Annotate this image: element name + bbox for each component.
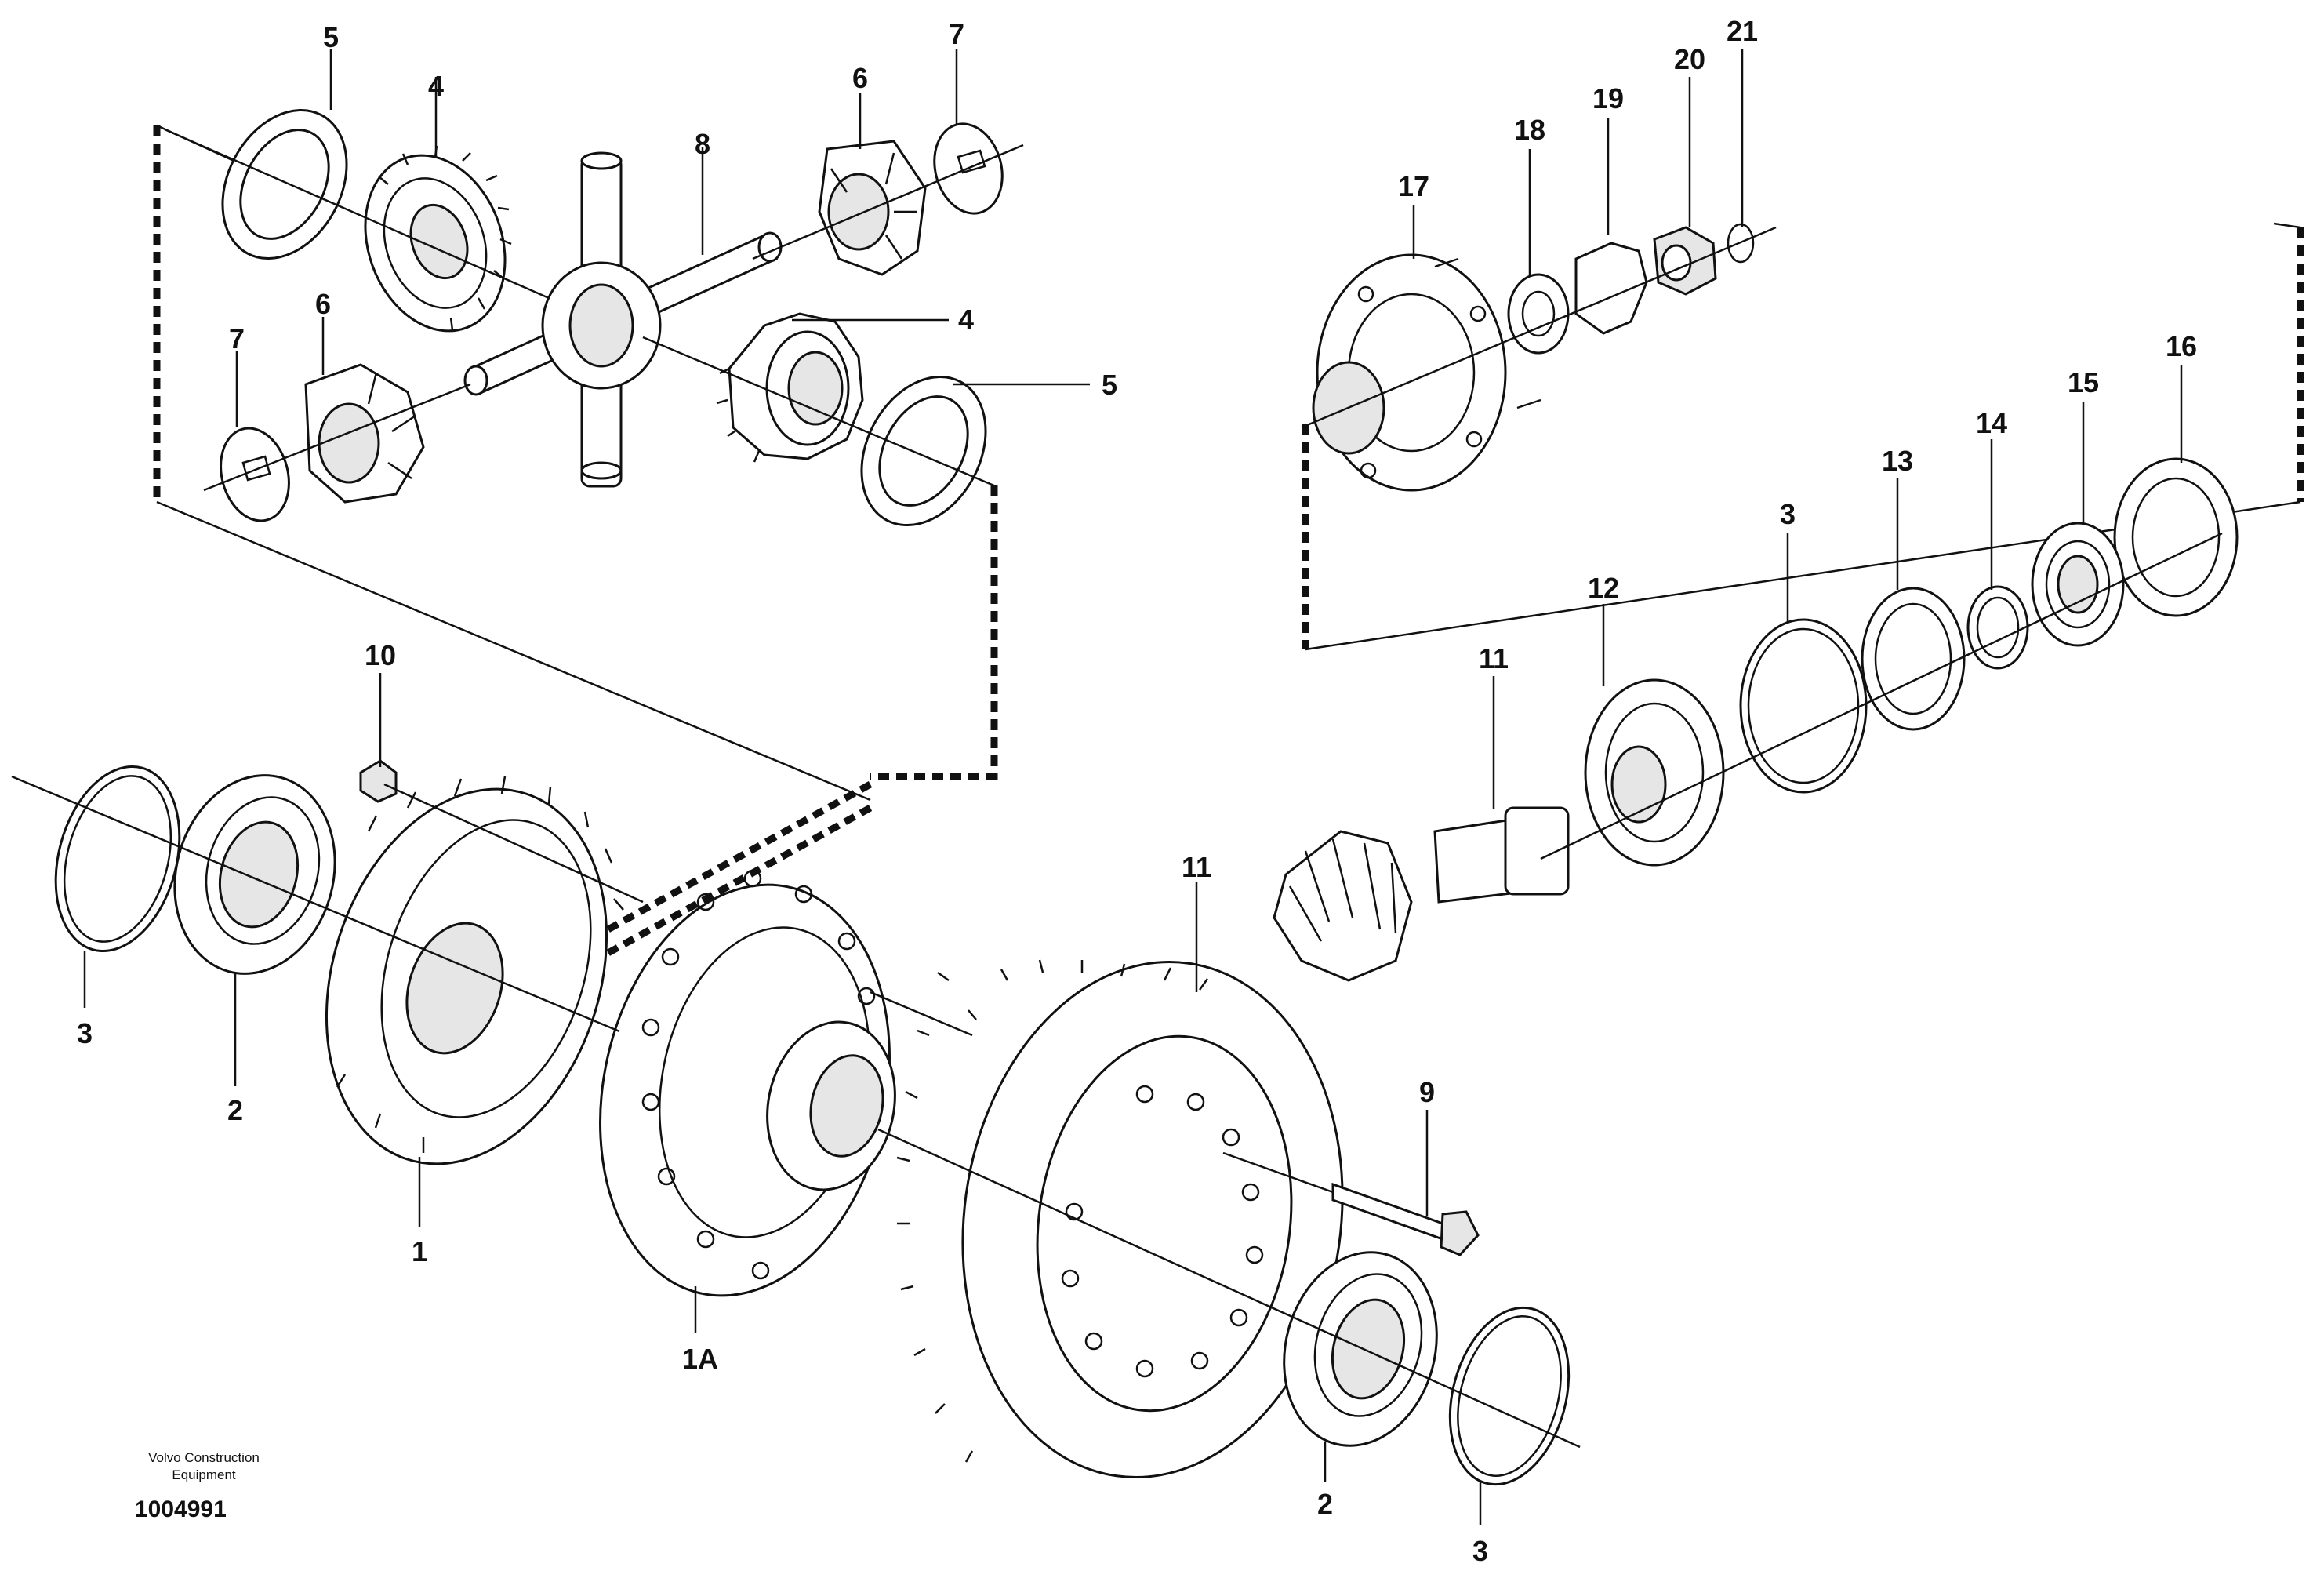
axis-lines-spider <box>164 128 1024 492</box>
leader-lines <box>83 49 2183 1525</box>
washer-lower-left <box>220 427 290 522</box>
callout-4-top: 4 <box>428 70 444 102</box>
callout-15: 15 <box>2068 366 2099 398</box>
document-number: 1004991 <box>135 1496 227 1522</box>
callout-16: 16 <box>2166 330 2197 362</box>
nut-10 <box>359 759 398 803</box>
callout-11-crown: 11 <box>1182 851 1211 883</box>
thrust-washer-top <box>221 108 348 260</box>
callout-3-left: 3 <box>77 1017 93 1049</box>
bearing-left <box>173 774 336 975</box>
callout-18: 18 <box>1514 114 1545 146</box>
axis-lines-case <box>11 775 1581 1449</box>
callout-10: 10 <box>365 639 396 671</box>
callout-13: 13 <box>1882 445 1913 477</box>
callout-14: 14 <box>1976 407 2007 439</box>
shim-ring-right <box>1448 1306 1571 1486</box>
circlip-21 <box>1727 223 1755 264</box>
callout-5-right: 5 <box>1102 369 1117 401</box>
differential-case-flange <box>599 869 896 1297</box>
pinion-gear-lower <box>304 363 425 504</box>
callout-7-left: 7 <box>229 322 245 355</box>
companion-flange <box>1312 253 1541 492</box>
callout-19: 19 <box>1592 82 1624 115</box>
thrust-washer-right <box>860 375 987 527</box>
shim-ring-pinion <box>1739 618 1868 794</box>
callout-labels: 5 4 8 6 7 7 6 4 5 17 18 19 20 21 16 15 1… <box>77 15 2197 1567</box>
crown-wheel <box>896 959 1344 1478</box>
callout-21: 21 <box>1727 15 1758 47</box>
callout-6-left: 6 <box>315 288 331 320</box>
differential-case-half <box>325 776 624 1165</box>
callout-3-pinion: 3 <box>1780 498 1796 530</box>
callout-11-pinion: 11 <box>1479 642 1509 675</box>
callout-20: 20 <box>1674 43 1705 75</box>
ring-14 <box>1966 585 2029 670</box>
spider-cross <box>463 151 783 488</box>
brand-footer: Volvo Construction Equipment <box>110 1449 298 1484</box>
side-gear-lower <box>716 312 864 463</box>
bearing-right <box>1283 1251 1438 1447</box>
callout-17: 17 <box>1398 170 1429 202</box>
callout-12: 12 <box>1588 572 1619 604</box>
axis-line-pinion <box>1540 532 2223 860</box>
callout-4-right: 4 <box>958 304 974 336</box>
drive-pinion <box>1273 806 1570 982</box>
axis-line-flange <box>1301 226 1777 429</box>
bearing-12 <box>1584 678 1725 867</box>
callout-3-right: 3 <box>1472 1535 1488 1567</box>
callout-2-right: 2 <box>1317 1488 1333 1520</box>
brand-line-2: Equipment <box>172 1467 236 1482</box>
bolt-9 <box>1331 1182 1480 1256</box>
callout-6-top: 6 <box>852 62 868 94</box>
lock-plate-19 <box>1574 242 1648 335</box>
callout-2-left: 2 <box>227 1094 243 1126</box>
callout-7-top: 7 <box>949 18 964 50</box>
oil-seal-16 <box>2113 457 2239 617</box>
brand-line-1: Volvo Construction <box>148 1450 260 1465</box>
washer-18 <box>1507 273 1570 355</box>
callout-1A: 1A <box>682 1343 718 1375</box>
bearing-15 <box>2031 522 2125 647</box>
callout-1: 1 <box>412 1235 427 1267</box>
bearing-cup-13 <box>1861 587 1966 731</box>
callout-5-top: 5 <box>323 21 339 53</box>
callout-8: 8 <box>695 128 710 160</box>
callout-9: 9 <box>1419 1076 1435 1108</box>
side-gear-top <box>364 145 512 333</box>
shim-ring-left <box>54 765 181 953</box>
nut-20 <box>1653 226 1717 296</box>
